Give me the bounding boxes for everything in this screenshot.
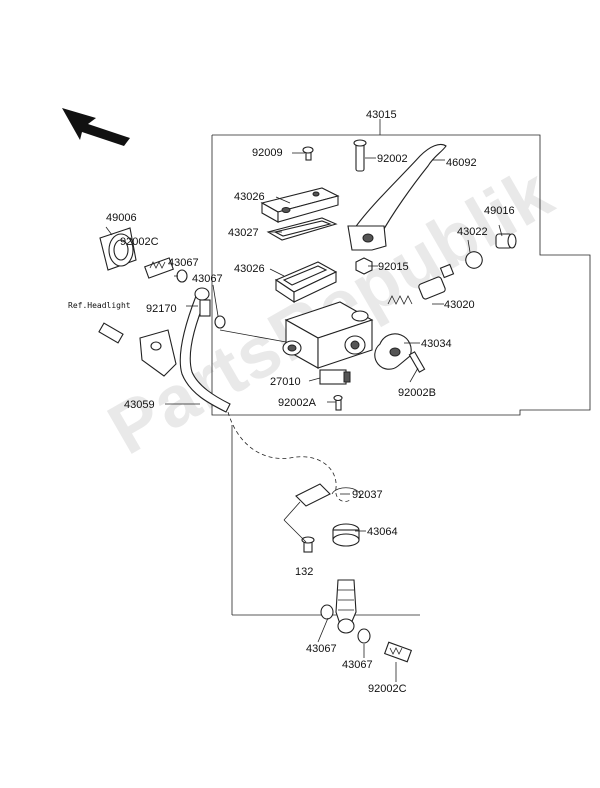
leader-132 — [283, 519, 307, 543]
label-43059: 43059 — [124, 399, 155, 411]
banjo-bolt-top — [144, 257, 174, 279]
reservoir-cap — [260, 187, 340, 223]
cap-screw — [302, 146, 314, 161]
master-cylinder-body — [282, 301, 374, 369]
label-43015: 43015 — [366, 109, 397, 121]
label-92009: 92009 — [252, 147, 283, 159]
hose-route — [227, 411, 351, 502]
mirror-cap — [99, 227, 137, 271]
label-92170: 92170 — [146, 303, 177, 315]
label-27010: 27010 — [270, 376, 301, 388]
label-43026-diaphragm: 43026 — [234, 263, 265, 275]
label-92002c-top: 92002C — [120, 236, 159, 248]
label-92002a: 92002A — [278, 397, 317, 409]
dust-boot — [465, 251, 483, 269]
label-49016: 49016 — [484, 205, 515, 217]
label-92037: 92037 — [352, 489, 383, 501]
washer-a — [176, 269, 188, 283]
washer-c — [320, 604, 334, 620]
washer-d — [357, 628, 371, 644]
lower-fitting — [335, 579, 357, 634]
label-132: 132 — [295, 566, 313, 578]
label-46092: 46092 — [446, 157, 477, 169]
label-43067-a: 43067 — [168, 257, 199, 269]
brake-hose — [179, 287, 231, 413]
label-49006: 49006 — [106, 212, 137, 224]
banjo-bolt-bottom — [383, 641, 413, 663]
label-92002: 92002 — [377, 153, 408, 165]
label-43020: 43020 — [444, 299, 475, 311]
label-ref-headlight: Ref.Headlight — [68, 301, 131, 310]
label-92002c-bottom: 92002C — [368, 683, 407, 695]
label-43027: 43027 — [228, 227, 259, 239]
label-43067-d: 43067 — [342, 659, 373, 671]
brake-switch — [319, 369, 351, 385]
label-43022: 43022 — [457, 226, 488, 238]
label-43034: 43034 — [421, 338, 452, 350]
label-43026-cap: 43026 — [234, 191, 265, 203]
assembly-frame — [211, 134, 591, 416]
pivot-nut — [355, 257, 373, 275]
lever-cap — [495, 233, 517, 249]
clamp-bolt — [408, 351, 426, 373]
washer-b — [214, 315, 226, 329]
leader-132b — [283, 501, 301, 521]
reservoir-plate — [266, 217, 338, 241]
grommet — [332, 523, 360, 547]
holder-clamp — [374, 333, 412, 370]
leader-lines — [105, 152, 503, 682]
switch-screw — [333, 394, 343, 411]
spring-piston — [387, 263, 455, 305]
label-43067-c: 43067 — [306, 643, 337, 655]
hose-clamp — [295, 483, 361, 507]
diaphragm — [274, 261, 338, 304]
label-92015: 92015 — [378, 261, 409, 273]
label-92002b: 92002B — [398, 387, 436, 399]
brake-lever — [347, 143, 447, 251]
label-43064: 43064 — [367, 526, 398, 538]
pivot-bolt — [353, 139, 367, 172]
headlight-bracket — [98, 322, 177, 377]
direction-arrow-icon — [62, 108, 130, 146]
label-43067-b: 43067 — [192, 273, 223, 285]
